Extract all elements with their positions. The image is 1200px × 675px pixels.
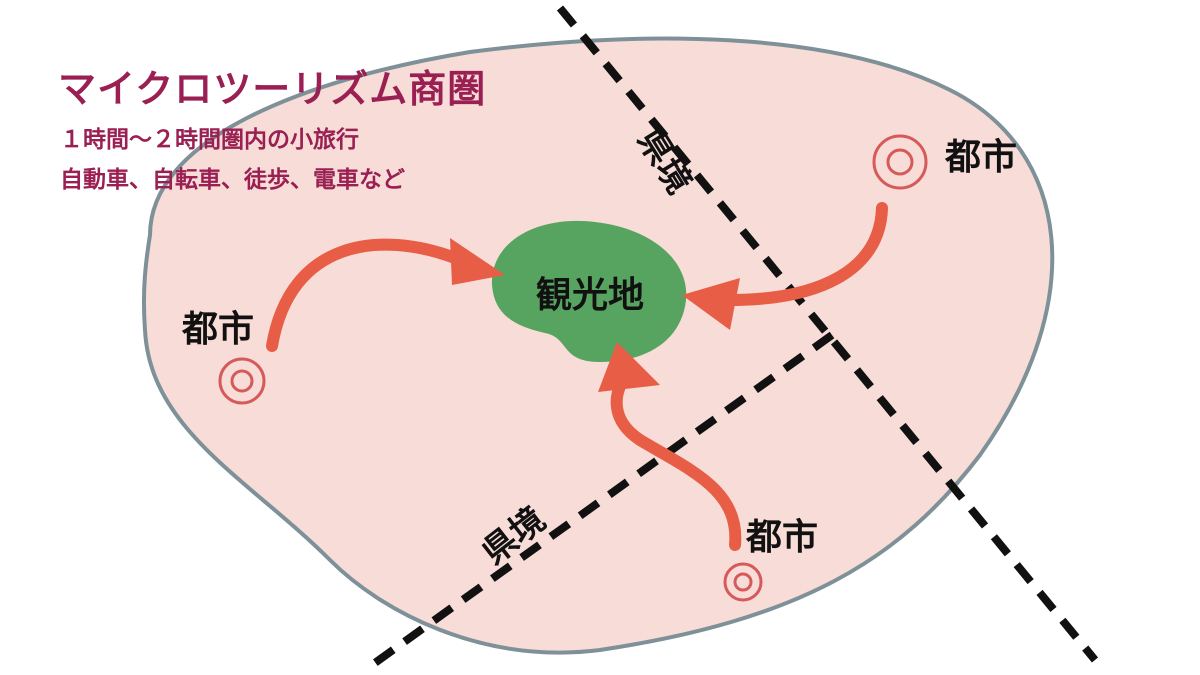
city-label-right: 都市 (945, 137, 1018, 178)
arrow-right-city (682, 202, 888, 330)
city-marker-bottom (723, 562, 763, 602)
city-marker-left (218, 357, 266, 405)
diagram-title: マイクロツーリズム商圏 (58, 67, 487, 111)
tourist-spot-label: 観光地 (536, 275, 645, 316)
arrow-bottom-city (598, 342, 742, 551)
prefecture-border-line-cross (369, 331, 835, 669)
tourist-spot-area (491, 220, 687, 362)
arrow-left-city (266, 238, 505, 352)
subtitle-range: １時間〜２時間圏内の小旅行 (60, 127, 359, 153)
city-label-left: 都市 (182, 309, 255, 350)
city-label-bottom: 都市 (746, 517, 819, 558)
prefecture-border-line-diagonal (556, 5, 1099, 663)
subtitle-transport: 自動車、自転車、徒歩、電車など (60, 167, 405, 193)
city-marker-right (872, 134, 928, 190)
